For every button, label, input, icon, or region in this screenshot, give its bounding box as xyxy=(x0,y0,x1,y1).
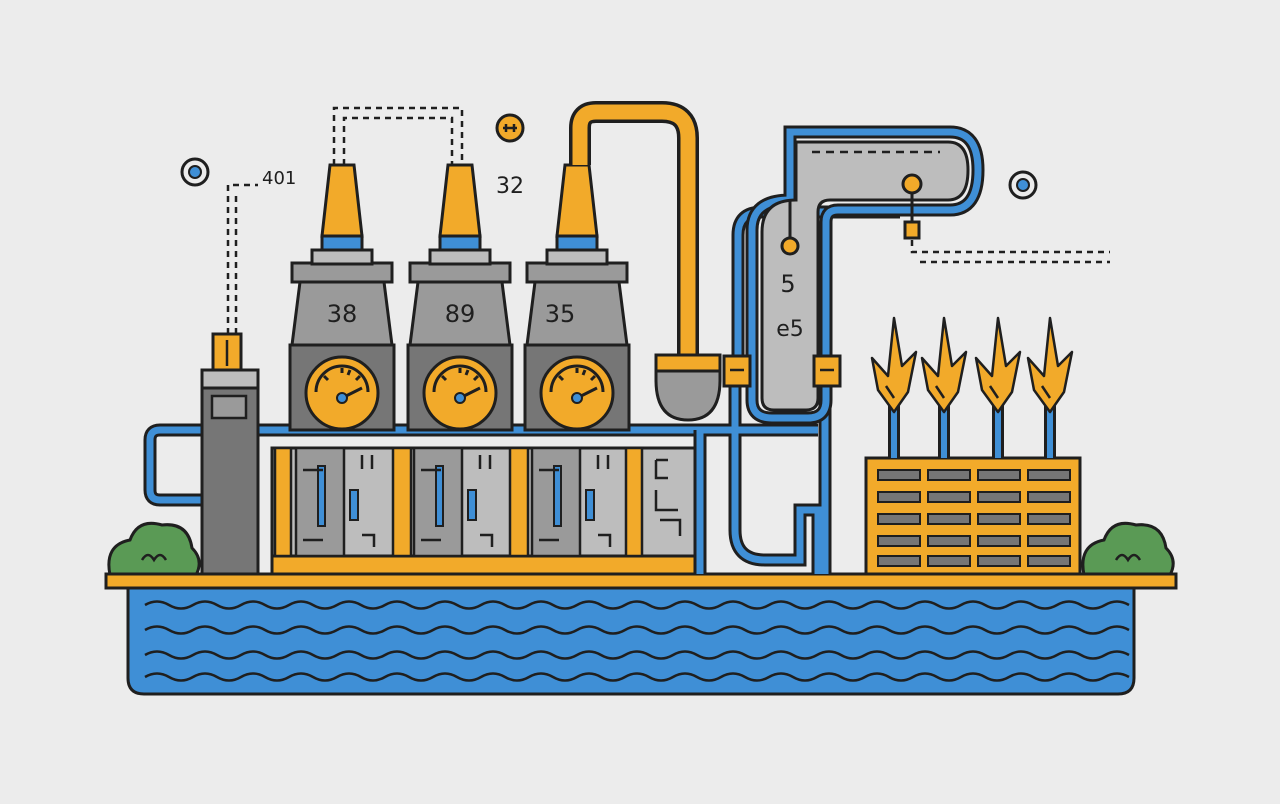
left-control-unit xyxy=(200,332,260,576)
chimney-unit-1: 38 xyxy=(288,163,396,432)
water-basin xyxy=(126,586,1136,696)
chimney-label-1: 38 xyxy=(327,300,358,328)
flare-pipes xyxy=(888,400,1056,458)
flare-block xyxy=(864,456,1082,576)
tag-401: 401 xyxy=(262,168,296,189)
storage-tank: 5 e5 xyxy=(722,125,985,425)
facility-base xyxy=(270,446,698,576)
valve-icon xyxy=(495,113,525,143)
dashed-connector xyxy=(332,106,464,165)
bush-icon xyxy=(1081,521,1175,577)
chimney-unit-2: 89 xyxy=(406,163,514,432)
tank-label-bottom: e5 xyxy=(776,317,804,342)
yellow-pipe xyxy=(569,101,722,422)
bush-icon xyxy=(107,521,201,577)
target-icon xyxy=(1008,170,1038,200)
gauge-icon xyxy=(304,355,380,431)
flame-icon xyxy=(870,316,1074,414)
gauge-icon xyxy=(539,355,615,431)
gauge-icon xyxy=(422,355,498,431)
chimney-label-2: 89 xyxy=(445,300,476,328)
chimney-unit-3: 35 xyxy=(523,163,631,432)
tag-32: 32 xyxy=(496,174,524,199)
chimney-label-3: 35 xyxy=(545,300,576,328)
wave-icon xyxy=(144,600,1130,682)
leader-right xyxy=(910,240,1110,264)
valve-icon xyxy=(901,173,923,240)
tank-label-top: 5 xyxy=(780,270,795,298)
target-icon xyxy=(180,157,210,187)
ground-strip xyxy=(104,572,1178,590)
leader-401 xyxy=(226,183,258,334)
